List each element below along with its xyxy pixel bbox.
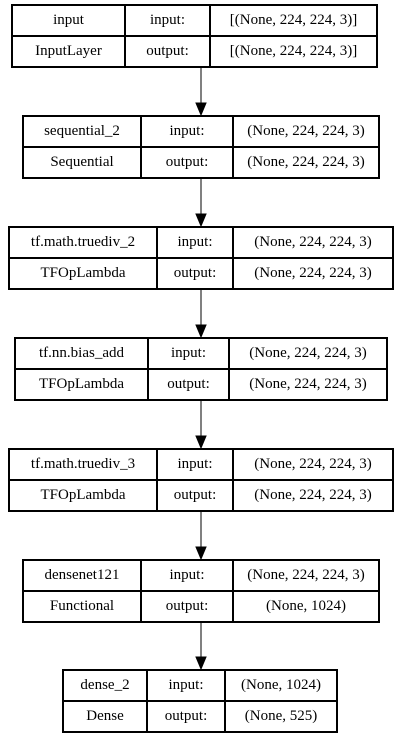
node-tf-math-truediv-2: tf.math.truediv_2 TFOpLambda input: outp… [8,226,394,290]
node-type: Functional [23,591,141,622]
input-label: input: [141,560,233,591]
output-label: output: [157,480,233,511]
output-shape: (None, 224, 224, 3) [233,480,393,511]
input-shape: (None, 224, 224, 3) [233,449,393,480]
node-densenet121: densenet121 Functional input: output: (N… [22,559,380,623]
input-label: input: [157,227,233,258]
output-shape: [(None, 224, 224, 3)] [210,36,377,67]
arrowhead [195,546,207,561]
output-label: output: [125,36,210,67]
input-shape: (None, 1024) [225,670,337,701]
node-type: Sequential [23,147,141,178]
node-type: TFOpLambda [9,258,157,289]
node-name: densenet121 [23,560,141,591]
output-label: output: [141,591,233,622]
arrowhead [195,213,207,228]
output-label: output: [148,369,229,400]
input-shape: (None, 224, 224, 3) [233,227,393,258]
output-label: output: [157,258,233,289]
output-shape: (None, 224, 224, 3) [233,258,393,289]
node-tf-math-truediv-3: tf.math.truediv_3 TFOpLambda input: outp… [8,448,394,512]
node-type: TFOpLambda [9,480,157,511]
output-label: output: [141,147,233,178]
input-shape: (None, 224, 224, 3) [233,116,379,147]
input-shape: (None, 224, 224, 3) [233,560,379,591]
input-label: input: [157,449,233,480]
node-input: input InputLayer input: output: [(None, … [11,4,378,68]
node-dense-2: dense_2 Dense input: output: (None, 1024… [62,669,338,733]
arrowhead [195,324,207,339]
input-label: input: [148,338,229,369]
input-shape: [(None, 224, 224, 3)] [210,5,377,36]
node-name: input [12,5,125,36]
output-shape: (None, 224, 224, 3) [229,369,387,400]
node-type: TFOpLambda [15,369,148,400]
input-label: input: [141,116,233,147]
input-label: input: [125,5,210,36]
output-shape: (None, 525) [225,701,337,732]
arrowhead [195,435,207,450]
node-type: InputLayer [12,36,125,67]
node-type: Dense [63,701,147,732]
node-name: tf.nn.bias_add [15,338,148,369]
arrowhead [195,656,207,671]
node-name: tf.math.truediv_3 [9,449,157,480]
node-sequential-2: sequential_2 Sequential input: output: (… [22,115,380,179]
output-shape: (None, 1024) [233,591,379,622]
output-shape: (None, 224, 224, 3) [233,147,379,178]
node-name: sequential_2 [23,116,141,147]
input-label: input: [147,670,225,701]
output-label: output: [147,701,225,732]
arrowhead [195,102,207,117]
node-name: tf.math.truediv_2 [9,227,157,258]
node-name: dense_2 [63,670,147,701]
input-shape: (None, 224, 224, 3) [229,338,387,369]
